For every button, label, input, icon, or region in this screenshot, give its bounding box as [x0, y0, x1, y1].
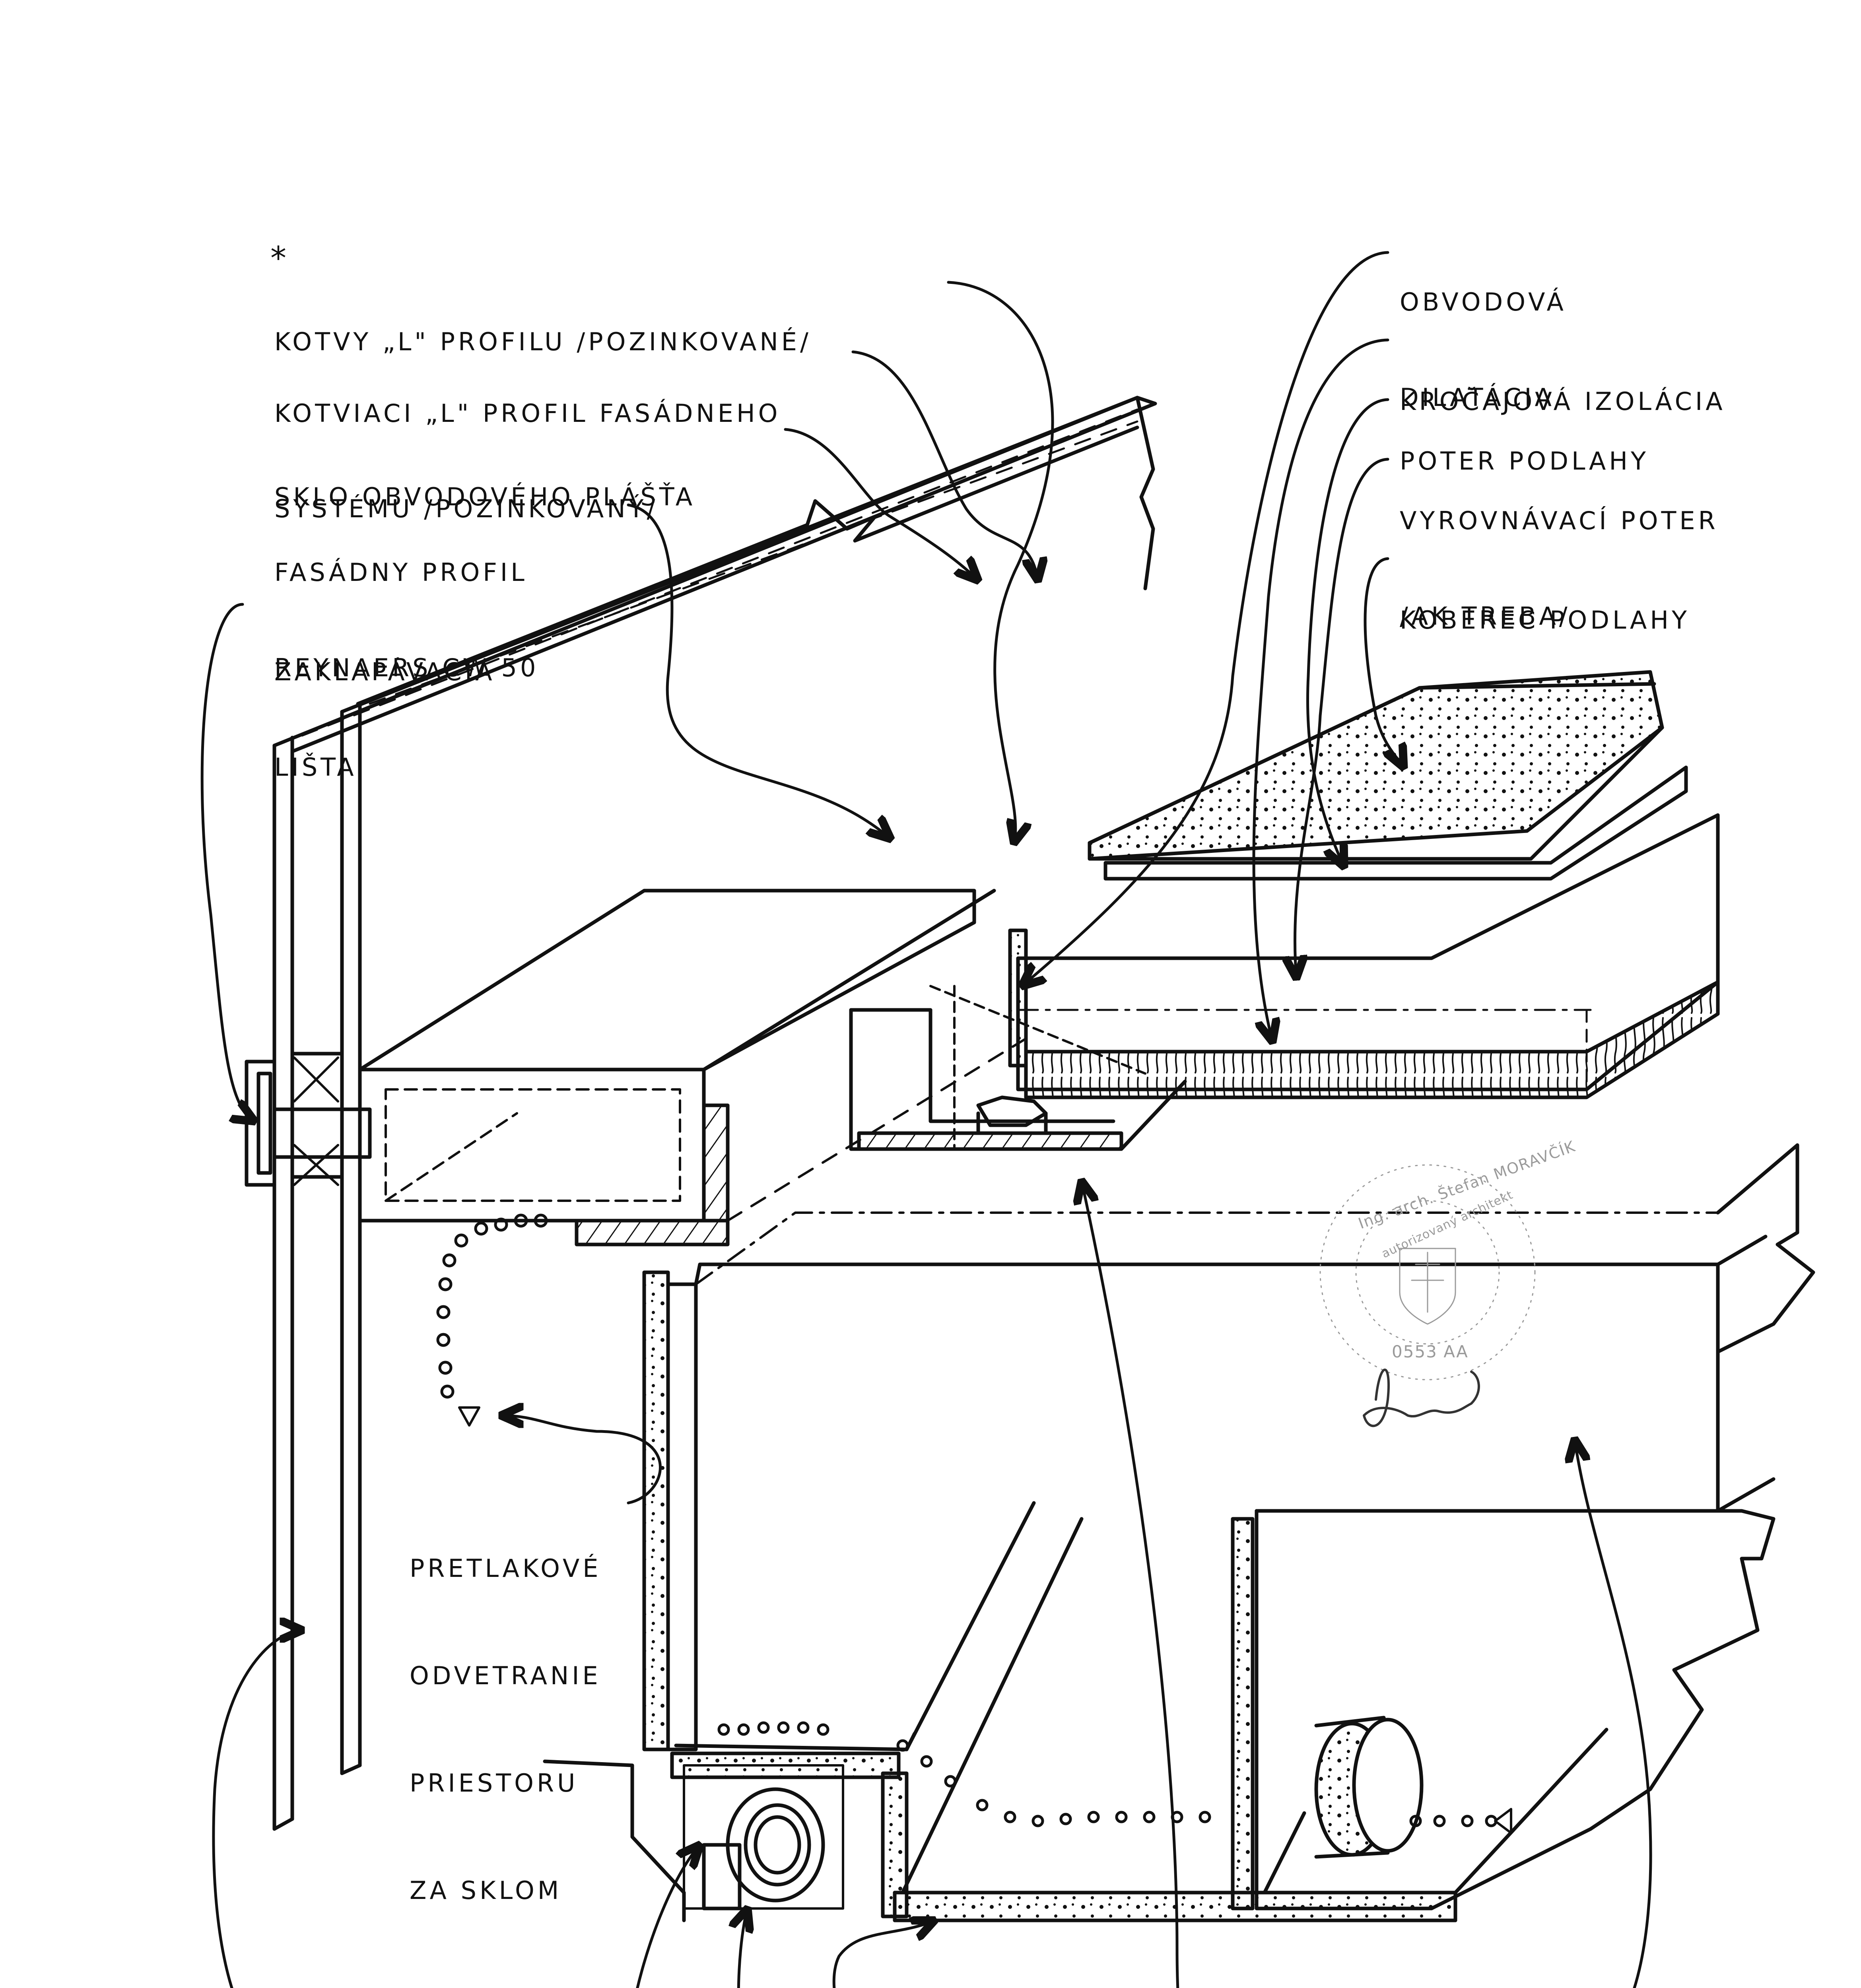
architect-stamp: [1320, 1165, 1535, 1380]
roller-blind-right: [1316, 1718, 1422, 1857]
label-pretlakove-odvetranie: PRETLAKOVÉ ODVETRANIE PRIESTORU ZA SKLOM: [410, 1554, 602, 1905]
label-kotviaci-l-profil: KOTVIACI „L" PROFIL FASÁDNEHO SYSTÉMU /P…: [274, 399, 781, 523]
floor-buildup: [1010, 672, 1718, 1097]
label-kotvy-l-profilu: KOTVY „L" PROFILU /POZINKOVANÉ/: [274, 327, 812, 356]
label-sklo-obvodoveho-plasta-top: SKLO OBVODOVÉHO PLÁŠŤA: [274, 482, 696, 511]
concrete-slab: [644, 1145, 1813, 1908]
facade-glass: [274, 398, 1155, 1920]
stamp-number: 0553 AA: [1392, 1342, 1469, 1361]
label-koberec-podlahy: KOBEREC PODLAHY: [1400, 606, 1690, 635]
label-kotvy-l-profilu-marker: *: [270, 240, 289, 277]
label-vyrovnavaci-poter: VYROVNÁVACÍ POTER /AK TREBA/: [1400, 506, 1719, 631]
facade-profile-box: [247, 891, 1034, 1244]
label-poter-podlahy: POTER PODLAHY: [1400, 447, 1649, 476]
anchor-cradle: [851, 986, 1185, 1149]
label-zaklapavacia-lista: ZAKLAPÁVACIA LIŠTA: [274, 657, 495, 782]
airflow-path: [438, 1215, 1511, 1833]
label-krocajova-izolacia: KROČAJOVÁ IZOLÁCIA: [1400, 387, 1726, 416]
signature: [1364, 1370, 1479, 1426]
leader-lines: [202, 252, 1651, 1988]
label-obvodova-dilatacia: OBVODOVÁ DILATÁCIA: [1400, 287, 1567, 412]
label-fasadny-profil: FASÁDNY PROFIL REYNAERS CW 50: [274, 558, 539, 682]
soffit: [672, 1503, 1607, 1920]
roller-blind-left: [684, 1765, 843, 1908]
